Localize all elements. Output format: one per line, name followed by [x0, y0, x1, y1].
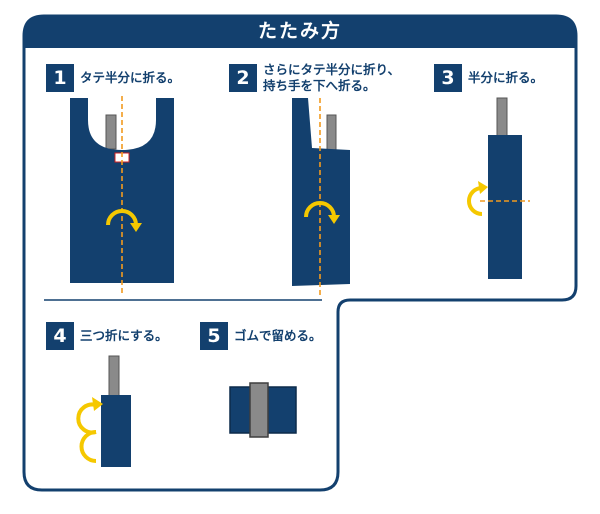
step2-number-badge: 2: [229, 64, 257, 92]
step4-handle-strap: [108, 355, 120, 397]
step5-number-badge: 5: [200, 322, 228, 350]
step5-text: ゴムで留める。: [234, 328, 322, 343]
step5-rubber-band: [249, 382, 269, 438]
step4-text: 三つ折にする。: [80, 328, 168, 343]
step1-number-badge: 1: [46, 64, 74, 92]
step5-illustration: [229, 382, 297, 438]
step3-fold-arrow: [467, 186, 483, 216]
title-band: [24, 16, 576, 48]
step1-rotate-arrow: [106, 209, 138, 226]
step2-arrow-head: [328, 215, 340, 224]
step4-number-badge: 4: [46, 322, 74, 350]
step3-folded-bag: [488, 135, 522, 279]
step2-handle-strap: [326, 114, 337, 152]
step2-illustration: [292, 98, 350, 295]
step2-bag: [292, 98, 350, 286]
step4-folded-bag: [101, 395, 131, 467]
step4-fold-arrow-lower: [79, 430, 97, 463]
step4-arrow-head: [92, 397, 103, 411]
step3-text: 半分に折る。: [468, 70, 544, 85]
step3-arrow-head: [478, 181, 488, 194]
step1-arrow-head: [130, 223, 142, 232]
step1-bag: [70, 98, 174, 283]
page-title: たたみ方: [257, 20, 342, 42]
step1-handle-strap: [105, 114, 117, 150]
step1-text: タテ半分に折る。: [80, 70, 181, 85]
step3-number-badge: 3: [434, 64, 462, 92]
step3-handle-strap: [496, 97, 508, 137]
step1-illustration: [70, 96, 174, 294]
step4-illustration: [76, 355, 131, 467]
step2-rotate-arrow: [304, 201, 336, 218]
step2-text: さらにタテ半分に折り、 持ち手を下へ折る。: [263, 62, 401, 93]
step3-illustration: [467, 97, 530, 279]
